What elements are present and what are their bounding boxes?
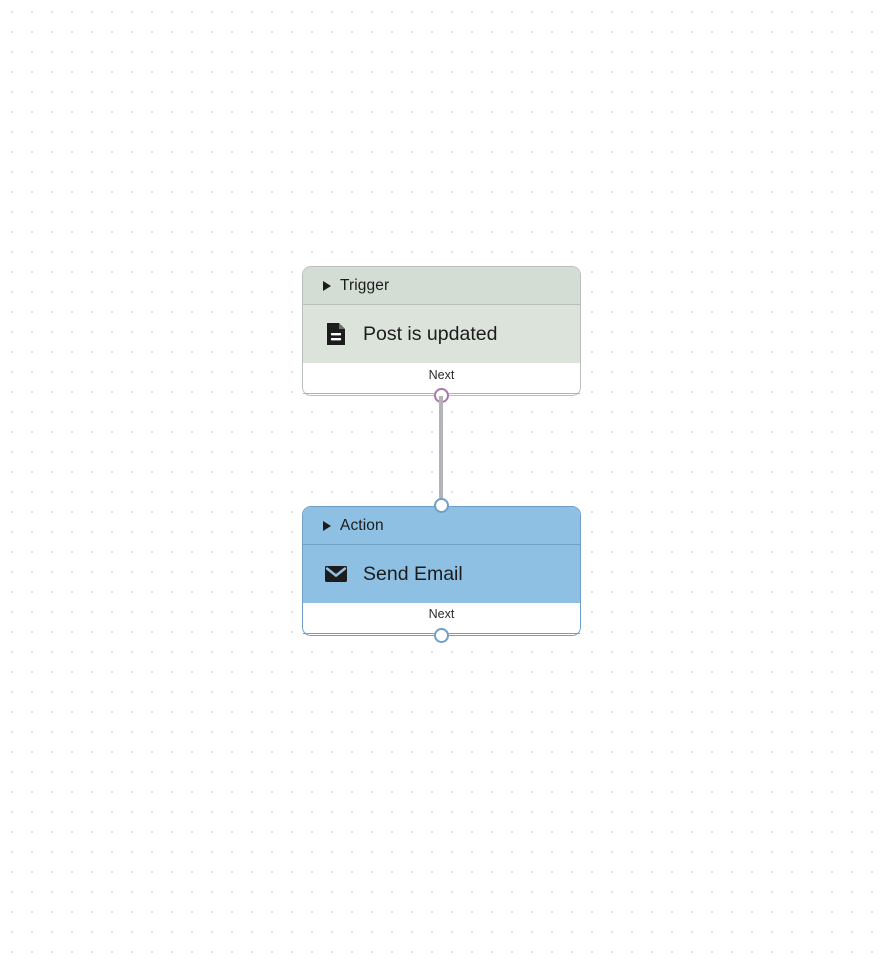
node-action-item-label: Send Email: [363, 562, 463, 585]
node-trigger-header-label: Trigger: [340, 276, 390, 294]
node-trigger-header[interactable]: Trigger: [303, 267, 580, 305]
envelope-icon: [323, 561, 349, 587]
node-action-header[interactable]: Action: [303, 507, 580, 545]
node-action-header-label: Action: [340, 516, 384, 534]
node-action-item[interactable]: Send Email: [303, 545, 580, 603]
edge-trigger-to-action[interactable]: [439, 396, 443, 508]
node-trigger-item[interactable]: Post is updated: [303, 305, 580, 363]
port-action-input[interactable]: [434, 498, 449, 513]
node-action-next-label: Next: [428, 607, 455, 621]
document-icon: [323, 321, 349, 347]
port-action-output[interactable]: [434, 628, 449, 643]
node-action[interactable]: Action Send Email Next: [302, 506, 581, 636]
node-trigger-item-label: Post is updated: [363, 322, 498, 345]
node-trigger[interactable]: Trigger Post is updated Next: [302, 266, 581, 396]
node-trigger-next-label: Next: [428, 368, 455, 382]
play-triangle-icon[interactable]: [323, 280, 331, 291]
play-triangle-icon[interactable]: [323, 520, 331, 531]
